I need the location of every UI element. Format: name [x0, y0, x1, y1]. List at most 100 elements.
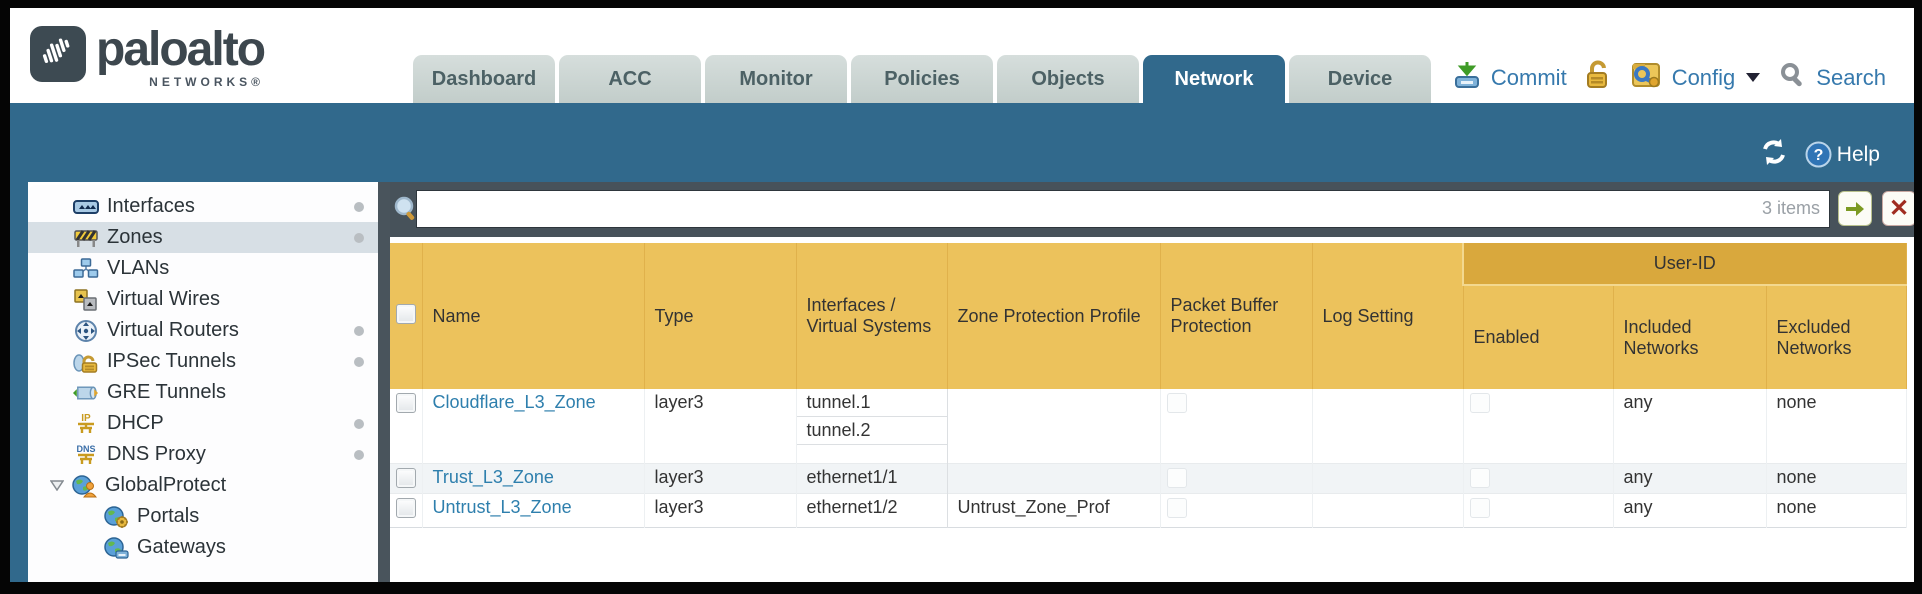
col-header-enabled[interactable]: Enabled — [1463, 285, 1614, 389]
sidebar-item-portals[interactable]: Portals — [28, 501, 378, 532]
expand-triangle-icon[interactable] — [49, 474, 65, 497]
sidebar-item-zones[interactable]: Zones — [28, 222, 378, 253]
config-button[interactable]: Config — [1671, 64, 1736, 90]
col-header-excluded-networks[interactable]: Excluded Networks — [1766, 285, 1907, 389]
help-icon: ? — [1805, 141, 1832, 168]
globalprotect-icon — [70, 474, 97, 498]
log-setting-cell — [1312, 389, 1464, 463]
virtual-wires-icon — [72, 288, 99, 312]
tab-monitor[interactable]: Monitor — [705, 55, 847, 103]
col-header-interfaces[interactable]: Interfaces / Virtual Systems — [796, 243, 948, 389]
sidebar-item-label: Virtual Routers — [107, 319, 239, 341]
table-row: Untrust_L3_Zone layer3 ethernet1/2 Untru… — [390, 493, 1907, 527]
sidebar-item-gre-tunnels[interactable]: GRE Tunnels — [28, 377, 378, 408]
col-header-name[interactable]: Name — [422, 243, 645, 389]
teal-band: ? Help — [10, 103, 1914, 182]
zone-type-cell: layer3 — [644, 493, 797, 527]
zone-protection-cell — [947, 463, 1161, 493]
packet-buffer-checkbox — [1166, 393, 1187, 413]
col-header-included-networks[interactable]: Included Networks — [1613, 285, 1767, 389]
table-row: Trust_L3_Zone layer3 ethernet1/1 any non… — [390, 463, 1907, 493]
sidebar-item-label: GlobalProtect — [105, 474, 227, 496]
select-all-checkbox[interactable] — [396, 303, 416, 324]
help-button[interactable]: ? Help — [1805, 141, 1880, 168]
app-window: paloalto NETWORKS® Dashboard ACC Monitor… — [10, 8, 1914, 582]
col-header-log-setting[interactable]: Log Setting — [1312, 243, 1464, 389]
dhcp-icon: IP — [72, 412, 99, 436]
zone-name-link[interactable]: Trust_L3_Zone — [432, 466, 554, 487]
zones-table: Name Type Interfaces / Virtual Systems Z… — [390, 243, 1907, 528]
zone-name-link[interactable]: Untrust_L3_Zone — [432, 496, 572, 517]
svg-text:DNS: DNS — [76, 444, 95, 454]
paloalto-logo: paloalto NETWORKS® — [30, 26, 266, 89]
sidebar-item-label: Zones — [107, 226, 163, 248]
vlans-icon — [72, 257, 99, 281]
sidebar-item-label: VLANs — [107, 257, 170, 279]
commit-icon — [1452, 60, 1482, 95]
row-checkbox[interactable] — [396, 393, 416, 413]
zones-icon — [72, 226, 99, 250]
refresh-icon[interactable] — [1759, 137, 1789, 172]
user-id-enabled-checkbox — [1469, 497, 1490, 518]
col-header-zone-protection-profile[interactable]: Zone Protection Profile — [947, 243, 1161, 389]
excluded-networks-cell: none — [1766, 493, 1907, 527]
tab-device[interactable]: Device — [1289, 55, 1431, 103]
interface-entry: tunnel.2 — [796, 417, 947, 445]
sidebar-item-label: IPSec Tunnels — [107, 350, 236, 372]
tab-objects[interactable]: Objects — [997, 55, 1139, 103]
user-id-enabled-checkbox — [1469, 393, 1490, 413]
tab-acc[interactable]: ACC — [559, 55, 701, 103]
zone-protection-cell: Untrust_Zone_Prof — [947, 493, 1161, 527]
network-sidebar: Interfaces Zones — [28, 185, 378, 582]
row-checkbox[interactable] — [396, 497, 416, 518]
zone-name-link[interactable]: Cloudflare_L3_Zone — [432, 392, 596, 412]
sidebar-item-dhcp[interactable]: IP DHCP — [28, 408, 378, 439]
sidebar-item-virtual-wires[interactable]: Virtual Wires — [28, 284, 378, 315]
top-header: paloalto NETWORKS® Dashboard ACC Monitor… — [10, 8, 1914, 103]
logo-sub-text: NETWORKS® — [149, 75, 265, 89]
action-bar: Commit Config — [1452, 60, 1886, 95]
included-networks-cell: any — [1613, 463, 1767, 493]
sidebar-item-globalprotect[interactable]: GlobalProtect — [28, 470, 378, 501]
sidebar-item-ipsec-tunnels[interactable]: IPSec Tunnels — [28, 346, 378, 377]
included-networks-cell: any — [1613, 389, 1767, 463]
clear-x-icon: ✕ — [1888, 194, 1910, 222]
search-button[interactable]: Search — [1816, 64, 1886, 90]
sidebar-item-label: Portals — [137, 505, 200, 527]
sidebar-item-label: Gateways — [137, 536, 226, 558]
zone-protection-cell — [947, 389, 1161, 463]
status-dot — [354, 325, 364, 336]
commit-button[interactable]: Commit — [1490, 64, 1567, 90]
row-checkbox[interactable] — [396, 467, 416, 488]
interface-entry: tunnel.1 — [796, 389, 947, 417]
tab-policies[interactable]: Policies — [851, 55, 993, 103]
paloalto-logo-icon — [30, 26, 86, 82]
sidebar-item-label: Interfaces — [107, 195, 195, 217]
filter-input[interactable] — [416, 190, 1830, 228]
sidebar-item-interfaces[interactable]: Interfaces — [28, 191, 378, 222]
config-icon — [1629, 60, 1663, 95]
col-header-type[interactable]: Type — [644, 243, 797, 389]
lock-icon[interactable] — [1584, 60, 1612, 95]
excluded-networks-cell: none — [1766, 463, 1907, 493]
panel-divider — [378, 182, 390, 582]
portals-icon — [102, 505, 129, 529]
tab-network[interactable]: Network — [1143, 55, 1285, 103]
status-dot — [354, 232, 364, 243]
col-header-packet-buffer-protection[interactable]: Packet Buffer Protection — [1160, 243, 1313, 389]
tab-dashboard[interactable]: Dashboard — [413, 55, 555, 103]
interfaces-icon — [72, 195, 99, 219]
zone-type-cell: layer3 — [644, 463, 797, 493]
apply-filter-button[interactable] — [1838, 191, 1872, 226]
sidebar-item-virtual-routers[interactable]: Virtual Routers — [28, 315, 378, 346]
clear-filter-button[interactable]: ✕ — [1882, 191, 1914, 226]
dns-proxy-icon: DNS — [72, 443, 99, 467]
sidebar-item-vlans[interactable]: VLANs — [28, 253, 378, 284]
sidebar-item-dns-proxy[interactable]: DNS DNS Proxy — [28, 439, 378, 470]
interface-entry: ethernet1/2 — [806, 496, 898, 517]
sidebar-item-gateways[interactable]: Gateways — [28, 532, 378, 563]
left-teal-strip — [10, 182, 28, 582]
config-caret-icon[interactable] — [1746, 73, 1761, 82]
sidebar-item-label: Virtual Wires — [107, 288, 220, 310]
